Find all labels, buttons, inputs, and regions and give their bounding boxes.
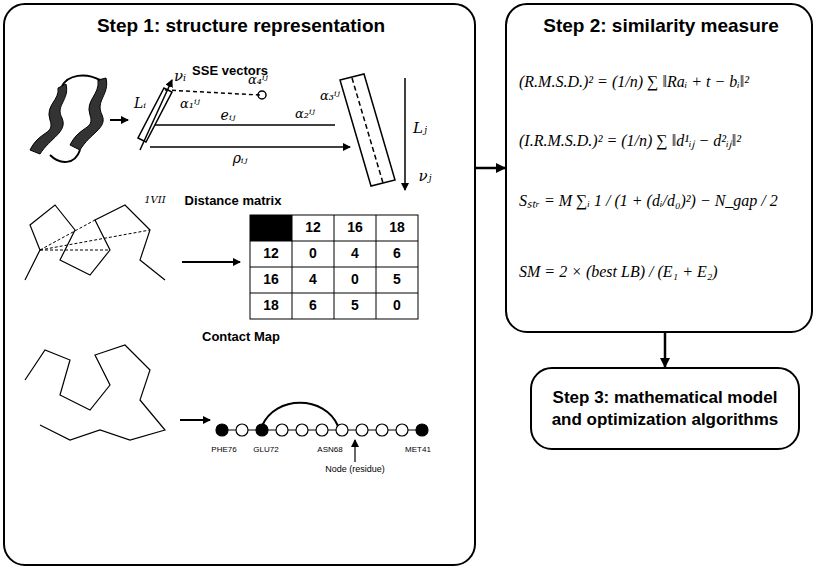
formula: SM = 2 × (best LB) / (E₁ + E₂): [519, 263, 718, 281]
step-box: Step 1: structure representationSSE vect…: [3, 3, 476, 566]
vector-label: ρᵢⱼ: [233, 151, 248, 166]
matrix-grid: [250, 215, 418, 319]
residue-chain: [216, 403, 428, 462]
section-title: Contact Map: [202, 329, 280, 344]
step-box: Step 3: mathematical model and optimizat…: [530, 367, 800, 450]
matrix-cell: 4: [351, 246, 359, 261]
flow-arrow: [664, 333, 667, 367]
formula: Sₛₜᵣ = M ∑ᵢ 1 / (1 + (dᵢ/d₀)²) − N_gap /…: [519, 189, 778, 211]
matrix-cell: 16: [263, 272, 279, 287]
section-title: Distance matrix: [185, 193, 282, 208]
contact-trace: [25, 345, 165, 440]
vector-label: eᵢⱼ: [221, 108, 236, 123]
vector-label: νᵢ: [174, 68, 186, 85]
matrix-cell: 12: [305, 220, 321, 235]
matrix-cell: 5: [393, 272, 401, 287]
matrix-cell: 0: [309, 246, 317, 261]
backbone-trace: [25, 205, 165, 280]
vector-label: Lⱼ: [413, 120, 427, 137]
residue-label: PHE76: [211, 446, 236, 455]
matrix-cell: 18: [389, 220, 405, 235]
vector-label: α₄ⁱʲ: [248, 73, 268, 87]
step-heading: Step 3: mathematical model and optimizat…: [544, 387, 786, 430]
matrix-cell: 4: [309, 272, 317, 287]
helix-cartoon: [30, 75, 107, 161]
residue-label: GLU72: [253, 446, 278, 455]
matrix-cell: 16: [347, 220, 363, 235]
step-heading: Step 1: structure representation: [97, 15, 385, 37]
formula: (R.M.S.D.)² = (1/n) ∑ ‖Raᵢ + t − bᵢ‖²: [519, 73, 749, 91]
vector-label: Lᵢ: [134, 96, 146, 111]
formula: (I.R.M.S.D.)² = (1/n) ∑ ‖d¹ᵢⱼ − d²ᵢⱼ‖²: [519, 129, 741, 151]
matrix-cell: 0: [393, 298, 401, 313]
residue-label: MET41: [405, 446, 431, 455]
flow-arrow: [476, 167, 505, 170]
matrix-cell: 6: [309, 298, 317, 313]
vector-label: α₂ⁱʲ: [295, 107, 315, 121]
step-heading: Step 2: similarity measure: [543, 15, 779, 37]
vector-label: α₁ⁱʲ: [180, 97, 200, 111]
vector-label: α₃ⁱʲ: [320, 89, 340, 103]
matrix-cell: 0: [351, 272, 359, 287]
vector-label: νⱼ: [418, 168, 431, 185]
sse-vector-sketch: [138, 74, 405, 190]
matrix-cell: 12: [263, 246, 279, 261]
residue-label: ASN68: [317, 446, 342, 455]
matrix-cell: 18: [263, 298, 279, 313]
step-box: Step 2: similarity measure (R.M.S.D.)² = …: [505, 3, 813, 333]
vector-label: 1VII: [144, 194, 165, 205]
residue-label: Node (residue): [325, 465, 385, 475]
matrix-cell: 5: [351, 298, 359, 313]
matrix-cell: 6: [393, 246, 401, 261]
